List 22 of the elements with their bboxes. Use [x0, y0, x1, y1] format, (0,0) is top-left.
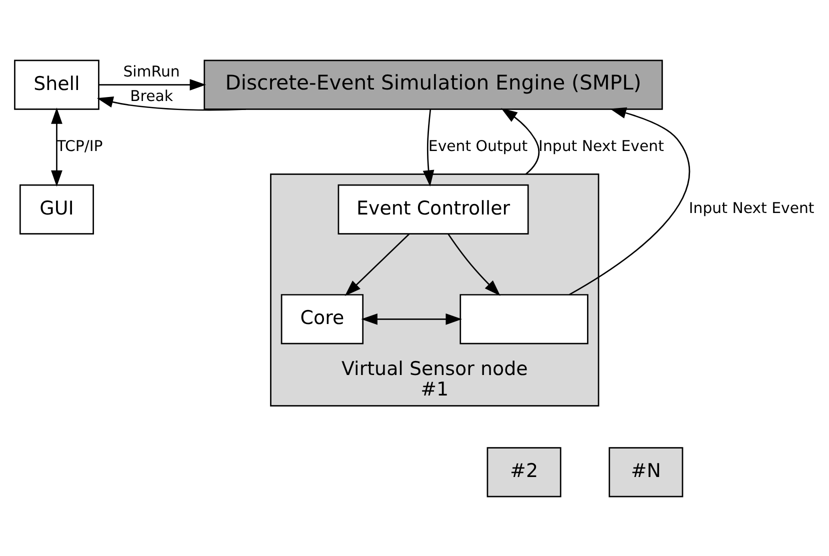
node-box: #N	[608, 446, 683, 497]
arrow	[500, 108, 540, 174]
arrow	[344, 233, 410, 296]
node-box	[459, 294, 588, 344]
edge-label: Event Output	[428, 136, 528, 154]
arrow	[96, 96, 246, 110]
arrow	[98, 78, 206, 90]
node-box: Discrete-Event Simulation Engine (SMPL)	[203, 59, 662, 110]
edge-label: SimRun	[122, 62, 180, 80]
arrow	[422, 108, 434, 186]
node-box: Event Controller	[337, 184, 528, 234]
edge-label: Input Next Event	[688, 198, 814, 217]
arrow	[50, 107, 62, 186]
node-box: Core	[280, 294, 364, 344]
arrow	[568, 106, 690, 295]
arrow	[447, 233, 500, 296]
arrow	[360, 312, 462, 324]
edge-label: Break	[130, 86, 172, 104]
node-box: #2	[486, 446, 561, 497]
node-box: GUI	[18, 184, 94, 234]
edge-label: Input Next Event	[538, 136, 664, 154]
node-box: Shell	[14, 59, 99, 110]
